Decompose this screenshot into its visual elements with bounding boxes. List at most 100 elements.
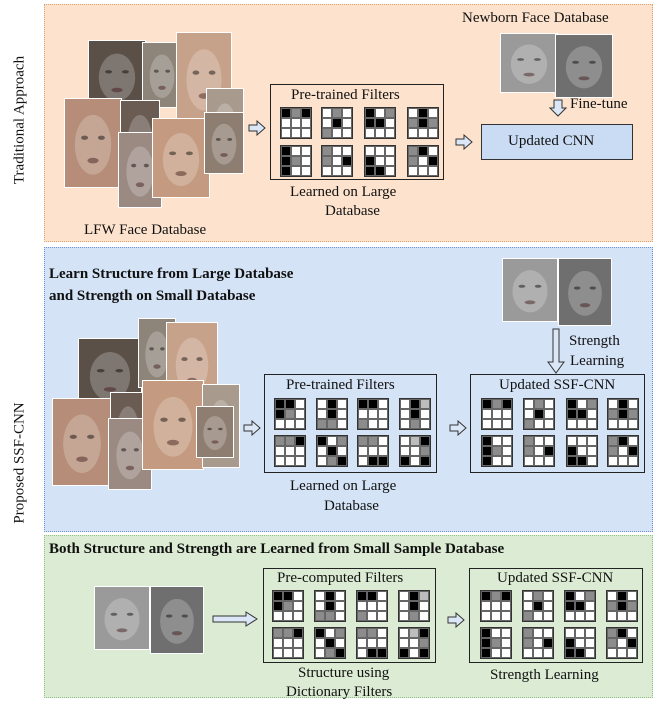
face-shading	[104, 598, 140, 641]
filter-cell	[283, 611, 293, 621]
filter-cell	[293, 648, 303, 658]
filter-cell	[285, 446, 295, 456]
filter-cell	[335, 601, 345, 611]
filter-cell	[491, 628, 501, 638]
right-arrow-icon	[447, 612, 465, 628]
filter-cell	[418, 128, 428, 138]
filter-cell	[301, 128, 311, 138]
filter-cell	[368, 409, 378, 419]
filter-cell	[523, 628, 533, 638]
filter-cell	[587, 456, 597, 466]
filter-cell	[502, 399, 512, 409]
filter-cell	[295, 446, 305, 456]
filter-cell	[607, 591, 617, 601]
filter-cell	[281, 108, 291, 118]
filter-cell	[275, 456, 285, 466]
filter-cell	[575, 611, 585, 621]
filter-cell	[419, 628, 429, 638]
filter-cell	[419, 601, 429, 611]
filter-cell	[575, 638, 585, 648]
filter-cell	[607, 648, 617, 658]
filter-grid	[321, 145, 353, 177]
learned-line1: Learned on Large	[290, 478, 397, 494]
filter-cell	[420, 419, 430, 429]
filter-cell	[567, 446, 577, 456]
filter-cell	[337, 456, 347, 466]
filter-cell	[283, 591, 293, 601]
filter-cell	[565, 591, 575, 601]
filter-cell	[607, 638, 617, 648]
face-shading	[160, 598, 194, 644]
filter-cell	[501, 591, 511, 601]
filter-cell	[385, 156, 395, 166]
filter-cell	[301, 156, 311, 166]
filter-cell	[428, 166, 438, 176]
face-shading	[98, 53, 136, 102]
filter-cell	[523, 601, 533, 611]
filter-cell	[337, 409, 347, 419]
updated-ssf-cnn-title: Updated SSF-CNN	[499, 377, 616, 393]
filter-cell	[523, 638, 533, 648]
filter-cell	[502, 409, 512, 419]
filter-cell	[408, 166, 418, 176]
filter-cell	[275, 436, 285, 446]
filter-cell	[301, 166, 311, 176]
filter-cell	[365, 128, 375, 138]
filter-grid	[606, 627, 638, 659]
filter-cell	[293, 628, 303, 638]
filter-cell	[275, 399, 285, 409]
filter-cell	[385, 166, 395, 176]
filter-cell	[327, 446, 337, 456]
filter-cell	[491, 601, 501, 611]
face-shading	[510, 44, 548, 84]
filter-cell	[575, 591, 585, 601]
filter-cell	[587, 446, 597, 456]
filter-cell	[534, 456, 544, 466]
filter-cell	[628, 409, 638, 419]
filter-cell	[577, 456, 587, 466]
filter-cell	[627, 611, 637, 621]
filter-cell	[378, 446, 388, 456]
filter-cell	[322, 128, 332, 138]
filter-cell	[577, 409, 587, 419]
filter-cell	[325, 591, 335, 601]
filter-cell	[325, 628, 335, 638]
face-shading	[149, 54, 175, 99]
filter-cell	[585, 601, 595, 611]
newborn-face-image	[150, 586, 204, 654]
face-shading	[568, 270, 602, 316]
filter-cell	[327, 456, 337, 466]
face-shading	[126, 146, 154, 197]
filter-cell	[585, 591, 595, 601]
filter-cell	[501, 611, 511, 621]
filter-cell	[492, 399, 502, 409]
filter-grid	[480, 590, 512, 622]
filter-cell	[524, 409, 534, 419]
filter-cell	[627, 628, 637, 638]
lfw-face-image	[196, 406, 234, 458]
filter-cell	[585, 611, 595, 621]
filter-cell	[608, 436, 618, 446]
pretrained-title: Pre-trained Filters	[286, 377, 395, 393]
filter-cell	[295, 436, 305, 446]
filter-cell	[317, 446, 327, 456]
filter-cell	[375, 118, 385, 128]
filter-grid	[607, 435, 639, 467]
face-shading	[145, 331, 169, 378]
filter-cell	[332, 166, 342, 176]
filter-cell	[617, 611, 627, 621]
filter-cell	[533, 638, 543, 648]
filter-grid	[272, 590, 304, 622]
filter-cell	[399, 601, 409, 611]
filter-cell	[627, 601, 637, 611]
filter-cell	[295, 419, 305, 429]
updated-ssf-cnn-box	[469, 568, 643, 663]
filter-cell	[325, 611, 335, 621]
filter-cell	[365, 146, 375, 156]
filter-cell	[273, 648, 283, 658]
filter-cell	[368, 419, 378, 429]
filter-cell	[358, 419, 368, 429]
filter-cell	[332, 108, 342, 118]
filter-cell	[291, 166, 301, 176]
filter-cell	[567, 456, 577, 466]
